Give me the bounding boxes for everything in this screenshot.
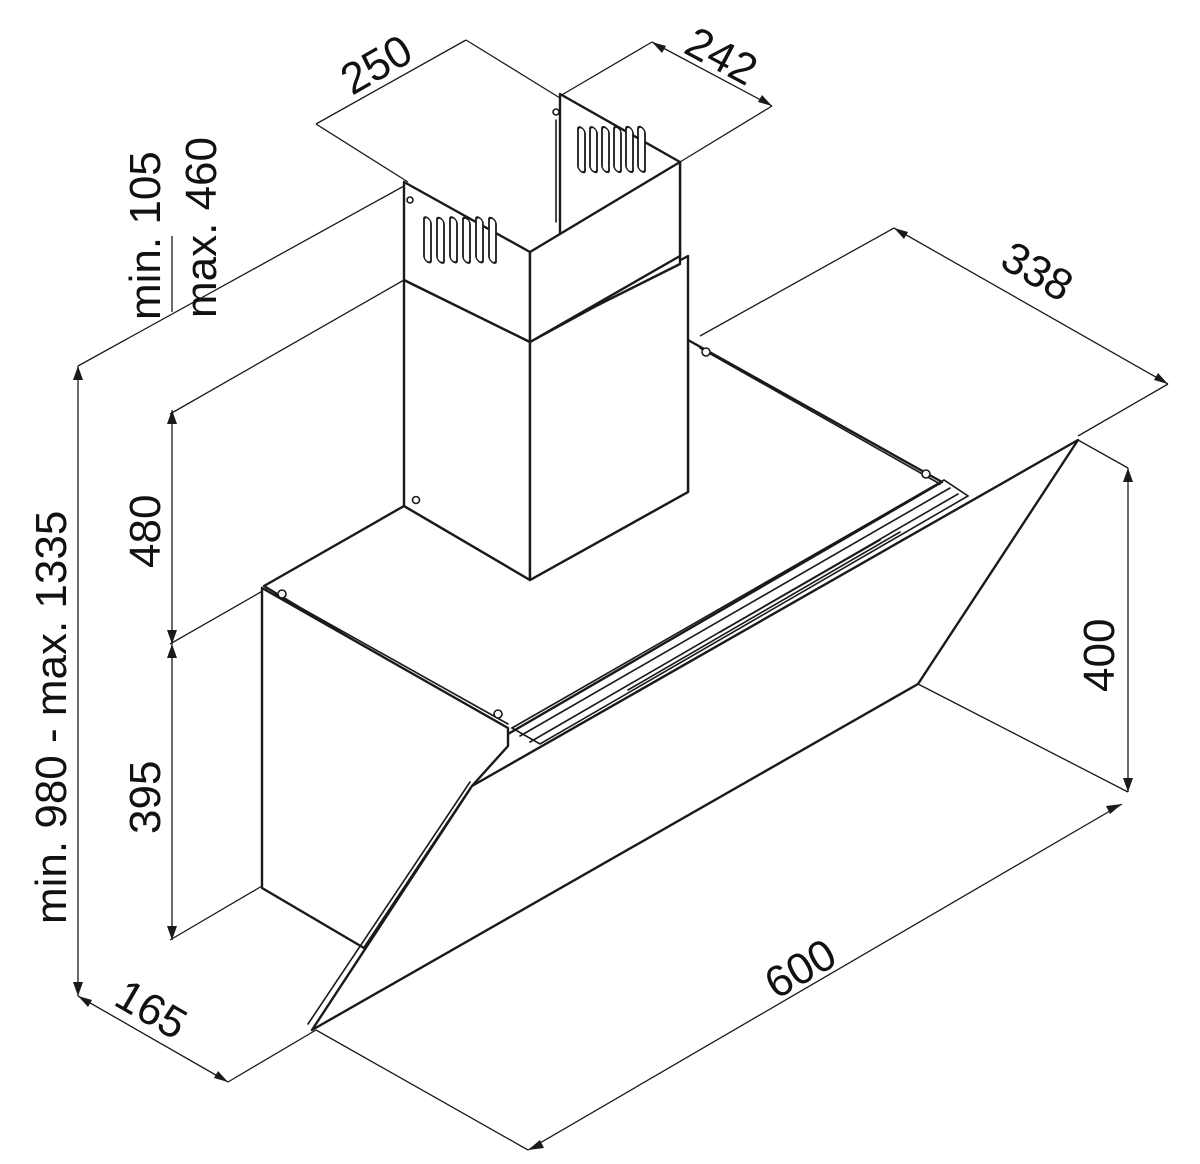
label-hood-body-height: 395 <box>121 761 170 834</box>
glass-panel <box>307 438 1080 1032</box>
hood-body <box>260 338 970 950</box>
label-upper-chimney-max: max. 460 <box>177 137 226 318</box>
screw-icon <box>552 108 560 116</box>
vent-slots-back <box>577 125 646 174</box>
lower-chimney <box>402 254 690 582</box>
screw-icon <box>277 589 287 599</box>
label-chimney-depth: 242 <box>677 18 765 96</box>
vent-slots-left <box>423 216 497 264</box>
label-total-height: min. 980 - max. 1335 <box>27 511 76 924</box>
label-glass-height: 400 <box>1075 619 1124 692</box>
label-chimney-width: 250 <box>333 26 421 105</box>
label-top-depth: 338 <box>993 232 1081 311</box>
upper-chimney <box>402 92 682 344</box>
dimension-lines <box>73 39 1169 1151</box>
label-bottom-depth: 165 <box>107 970 195 1049</box>
screw-icon <box>493 709 503 719</box>
label-hood-width: 600 <box>757 930 845 1009</box>
screw-icon <box>921 469 931 479</box>
screw-icon <box>411 495 421 505</box>
screw-icon <box>701 347 711 357</box>
label-upper-chimney-min: min. 105 <box>121 151 170 320</box>
dimension-labels: 250 242 min. 105 max. 460 480 395 min. 9… <box>27 18 1124 1050</box>
screw-icon <box>406 196 414 204</box>
label-lower-chimney-height: 480 <box>121 495 170 568</box>
